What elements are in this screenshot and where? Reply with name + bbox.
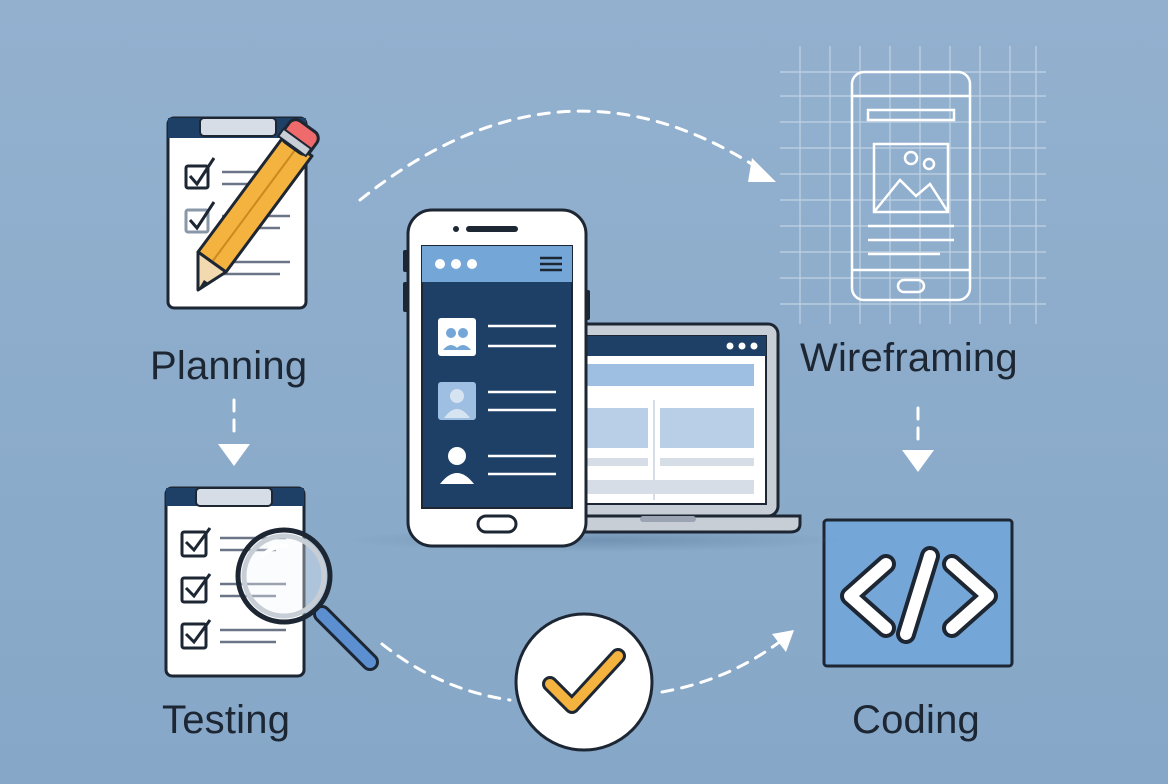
pencil-icon	[196, 118, 320, 292]
arrowhead-coding	[902, 450, 934, 472]
wireframe-phone-icon	[780, 46, 1046, 324]
arrow-planning-to-wireframing	[358, 109, 760, 202]
arrow-heads	[218, 158, 934, 652]
stage-label-coding: Coding	[852, 698, 980, 742]
stage-label-planning: Planning	[150, 344, 308, 388]
arrowhead-testing	[218, 444, 250, 466]
code-brackets-icon	[822, 518, 1014, 668]
arrow-testing-to-approval	[380, 642, 512, 702]
stage-label-wireframing: Wireframing	[800, 336, 1018, 380]
phone-and-laptop-icon	[344, 208, 844, 552]
clipboard-pencil-icon	[166, 116, 320, 310]
smartphone-icon	[403, 208, 590, 548]
magnifier-icon	[235, 527, 379, 671]
checkmark-circle-icon	[514, 612, 654, 752]
arrowhead-wireframing	[748, 158, 776, 182]
laptop-icon	[544, 322, 802, 534]
stage-label-testing: Testing	[162, 698, 291, 742]
flow-arrows	[232, 109, 920, 702]
arrow-approval-to-coding	[660, 638, 784, 694]
clipboard-magnifier-icon	[164, 486, 379, 678]
arrowhead-approval-to-coding	[772, 630, 794, 652]
